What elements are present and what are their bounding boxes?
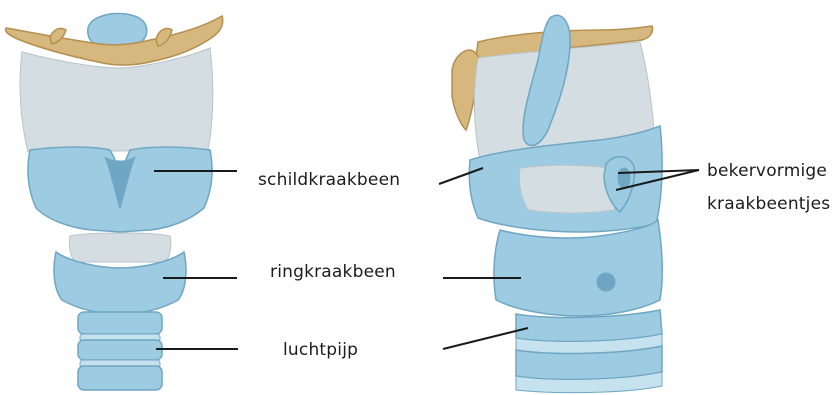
label-cricoid-cartilage: ringkraakbeen <box>270 264 396 281</box>
label-thyroid-cartilage: schildkraakbeen <box>258 172 400 189</box>
cricothyroid-membrane <box>69 233 171 262</box>
arytenoid-cartilage-2 <box>618 168 630 188</box>
cricoid-cartilage-side <box>494 220 662 316</box>
trachea-front <box>78 312 162 390</box>
label-arytenoid-line2: kraakbeentjes <box>707 196 830 213</box>
larynx-side-view <box>452 15 662 392</box>
larynx-front-view <box>6 13 223 390</box>
trachea-side <box>516 310 662 393</box>
label-arytenoid-line1: bekervormige <box>707 163 827 180</box>
cricoid-facet <box>597 273 615 291</box>
label-trachea: luchtpijp <box>283 342 358 359</box>
